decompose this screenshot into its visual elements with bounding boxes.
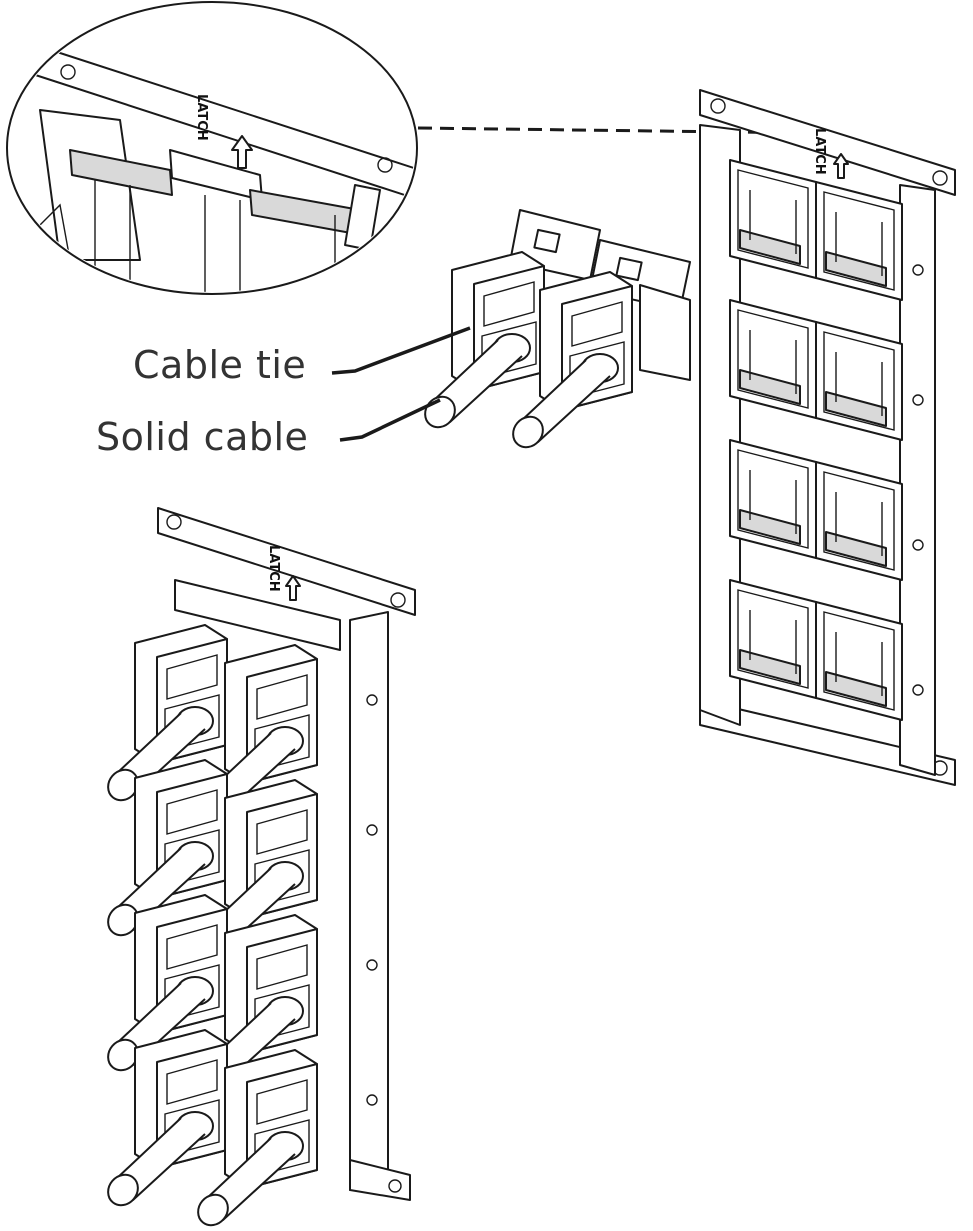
loaded-patch-panel: LATCH <box>100 507 416 1231</box>
cable-tie-label: Cable tie <box>133 343 306 387</box>
up-arrow-icon <box>231 135 253 169</box>
cable-tie-leader <box>331 326 471 375</box>
empty-patch-panel: LATCH <box>699 89 956 786</box>
left-up-arrow-icon <box>285 575 301 601</box>
right-latch-marking: LATCH <box>812 128 827 175</box>
zoom-leader-line <box>417 126 816 135</box>
latch-detail-zoom: LATCH <box>6 1 418 295</box>
solid-cable-leader <box>339 398 441 442</box>
zoom-latch-marking: LATCH <box>194 94 209 141</box>
keystone-jack-pair <box>417 209 691 455</box>
left-latch-marking: LATCH <box>266 545 281 592</box>
solid-cable-label: Solid cable <box>96 415 308 459</box>
right-up-arrow-icon <box>833 153 849 179</box>
